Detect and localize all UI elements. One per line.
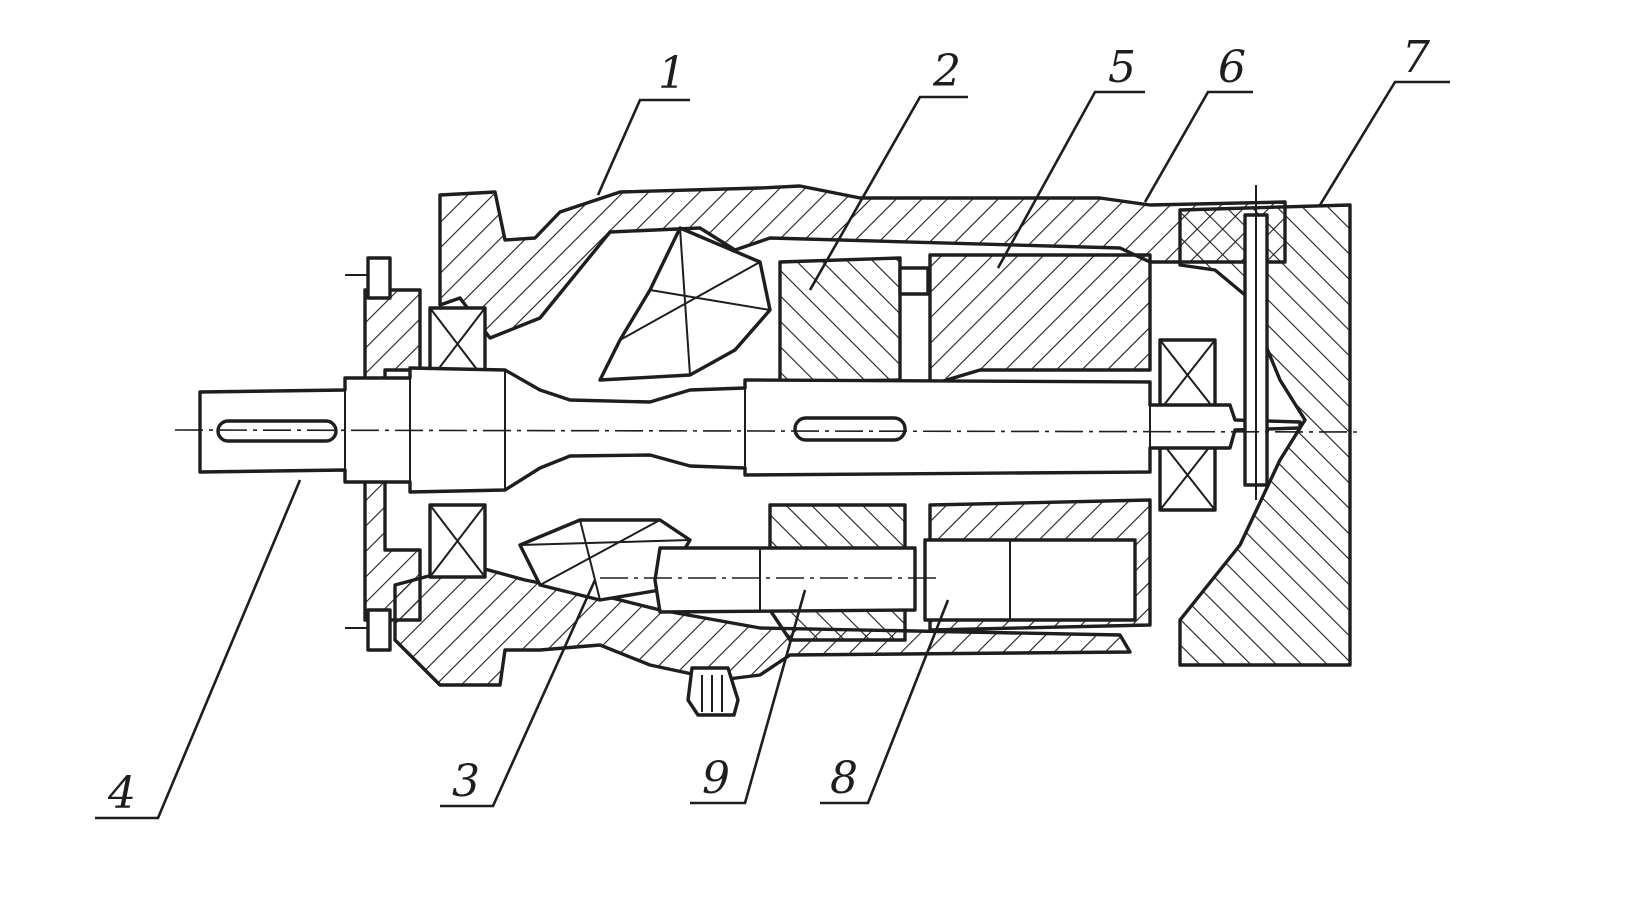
bolt-bottom-left xyxy=(345,608,392,652)
leader-5 xyxy=(996,90,1145,269)
callout-8: 8 xyxy=(830,753,858,804)
end-cover xyxy=(1178,203,1352,667)
leader-7 xyxy=(1318,80,1450,206)
gear-block-upper xyxy=(778,256,902,384)
callout-3: 3 xyxy=(452,756,480,807)
leader-2 xyxy=(808,95,968,291)
leader-8 xyxy=(820,599,950,805)
callout-7: 7 xyxy=(1402,32,1430,83)
leader-9 xyxy=(690,589,807,805)
callout-4: 4 xyxy=(108,768,136,819)
callout-5: 5 xyxy=(1108,42,1136,93)
bolt-top-left xyxy=(345,256,392,300)
callout-6: 6 xyxy=(1218,42,1246,93)
keyway-left xyxy=(216,419,338,443)
keyway-right xyxy=(793,416,907,442)
pin-upper xyxy=(898,266,930,296)
leader-6 xyxy=(1143,90,1253,203)
leader-1 xyxy=(596,98,690,196)
main-shaft xyxy=(198,366,1302,494)
auxiliary-shaft xyxy=(653,546,917,614)
callout-9: 9 xyxy=(702,753,730,804)
sleeve xyxy=(923,538,1137,622)
leader-4 xyxy=(95,479,302,820)
main-axis-centerline xyxy=(174,429,1361,433)
callout-2: 2 xyxy=(933,46,961,97)
leader-3 xyxy=(440,579,597,808)
rotor-upper xyxy=(928,253,1152,387)
callout-1: 1 xyxy=(658,48,686,99)
